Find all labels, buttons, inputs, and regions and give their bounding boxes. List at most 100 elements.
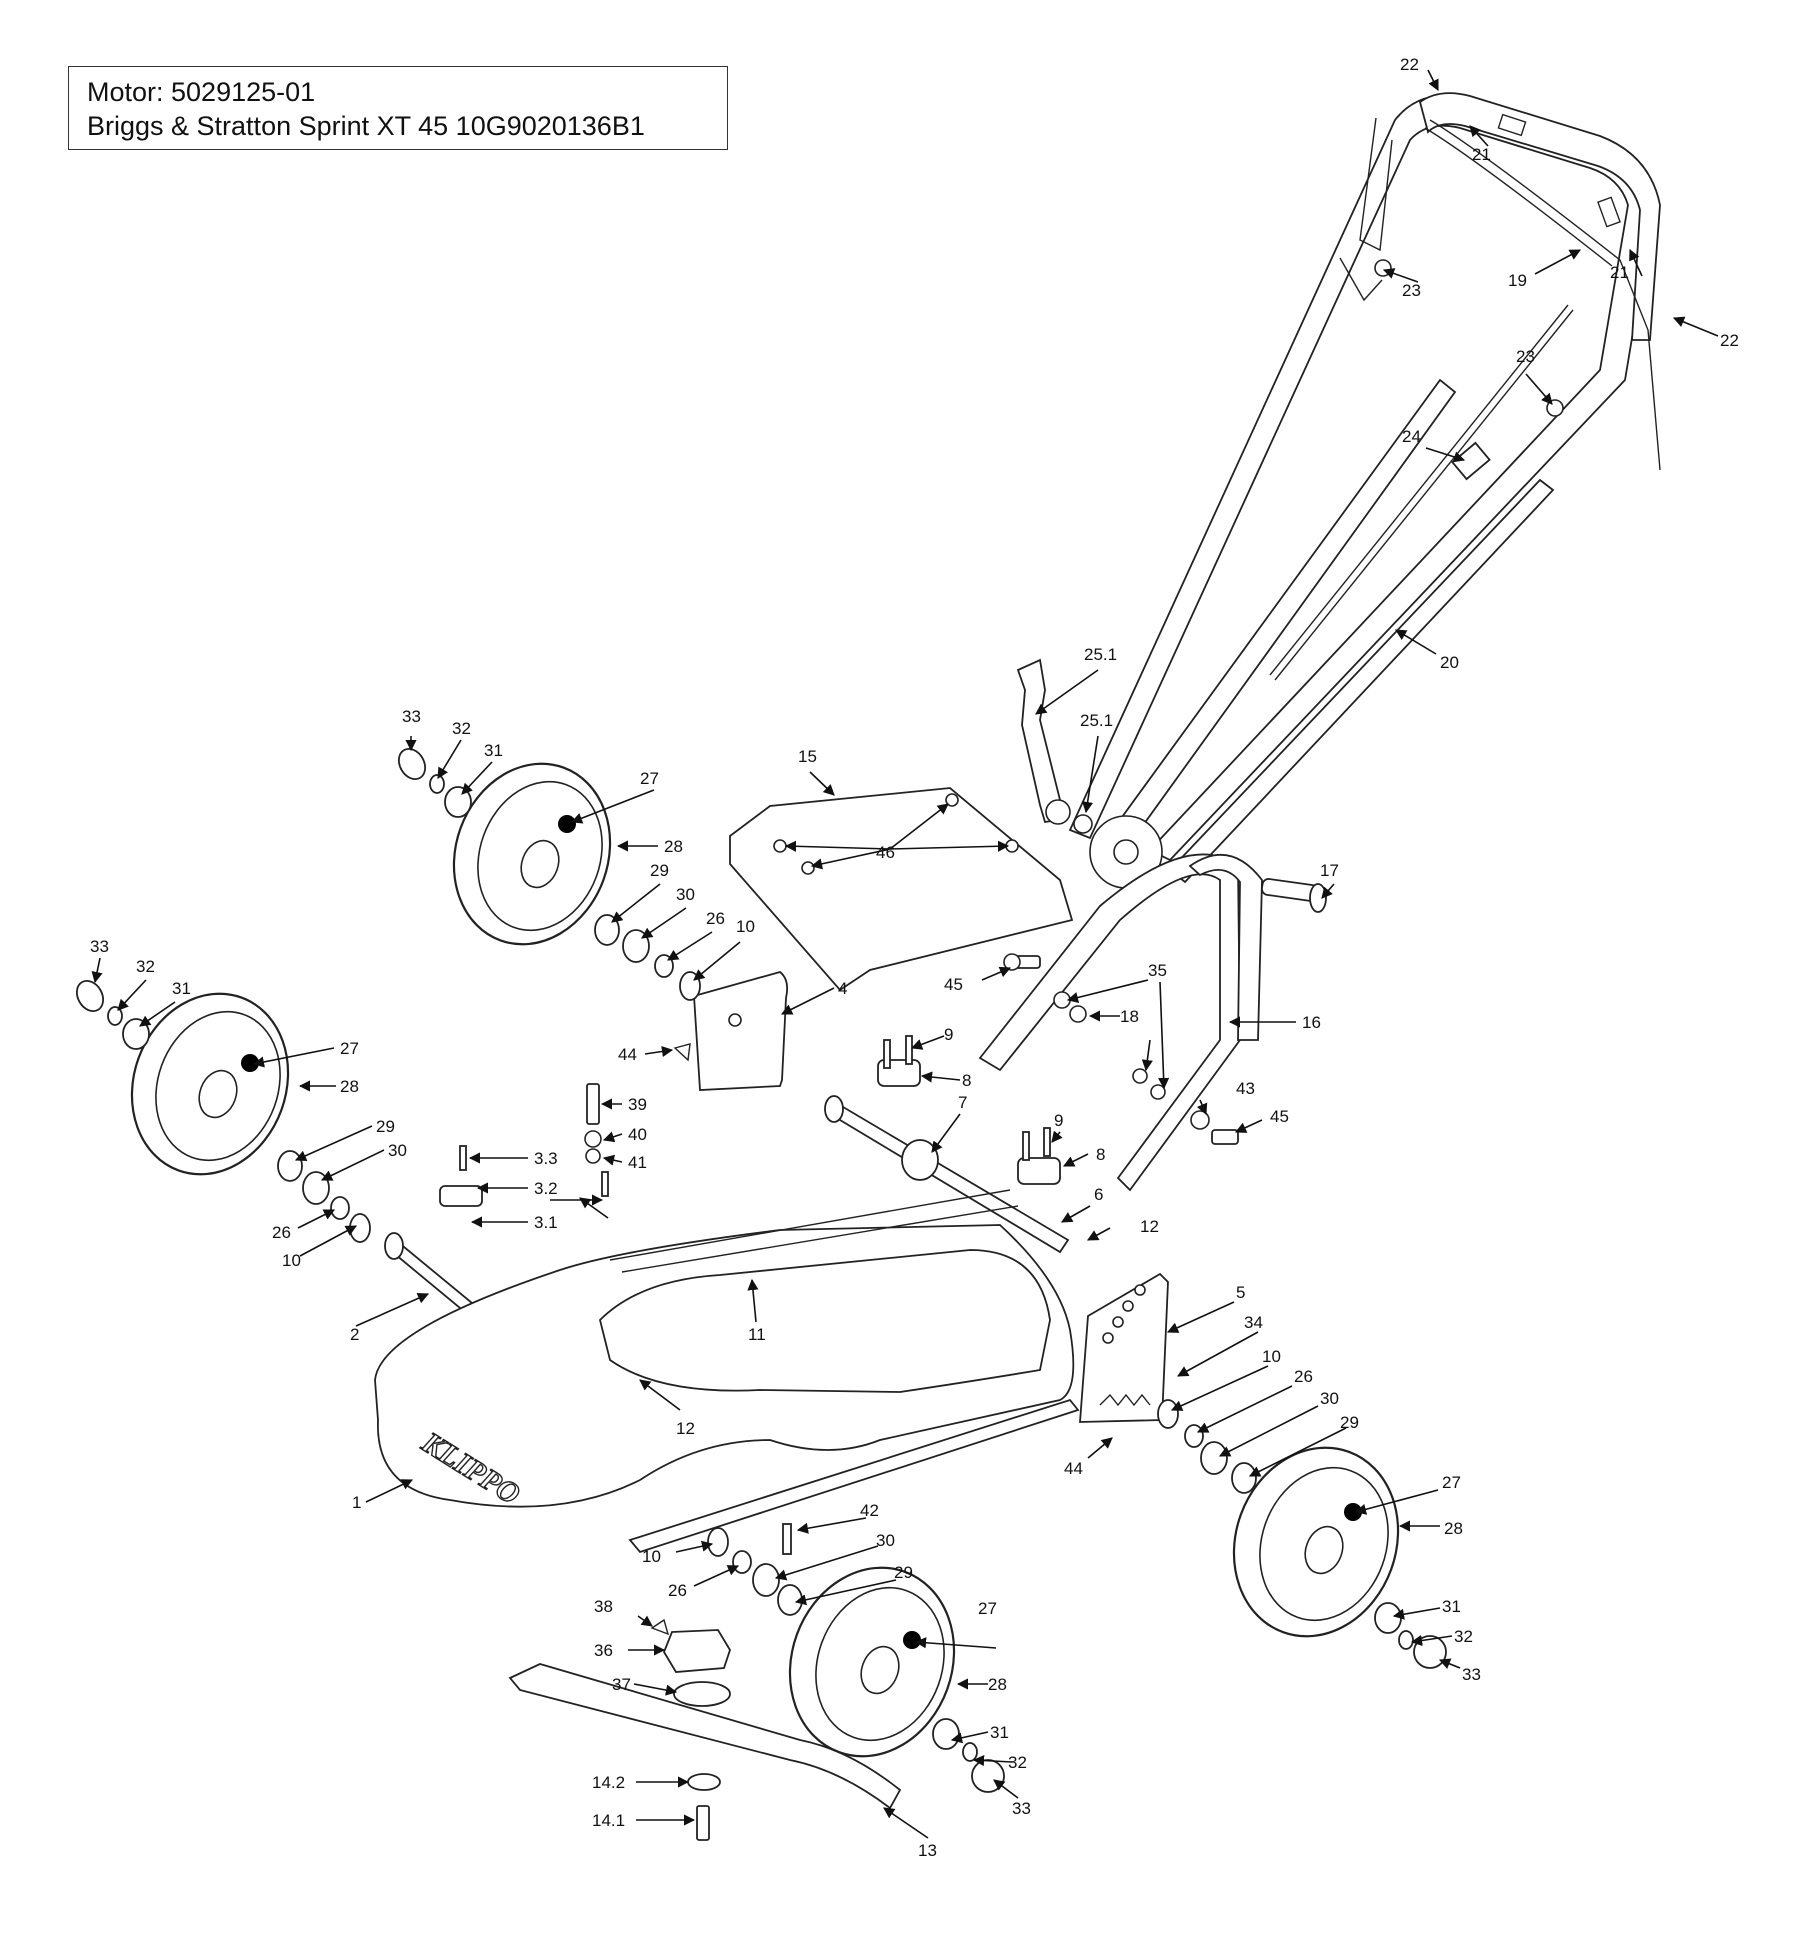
mower-deck xyxy=(374,1189,1080,1554)
label-37: 37 xyxy=(612,1675,631,1694)
label-30: 30 xyxy=(676,885,695,904)
label-14-2: 14.2 xyxy=(592,1773,625,1792)
label-26: 26 xyxy=(706,909,725,928)
label-33: 33 xyxy=(1012,1799,1031,1818)
label-23: 23 xyxy=(1402,281,1421,300)
label-26: 26 xyxy=(272,1223,291,1242)
label-15: 15 xyxy=(798,747,817,766)
label-27: 27 xyxy=(640,769,659,788)
engine-mounting-plate xyxy=(729,787,1074,992)
label-23: 23 xyxy=(1516,347,1535,366)
bolt-39-stack xyxy=(584,1083,602,1164)
label-27: 27 xyxy=(978,1599,997,1618)
label-21: 21 xyxy=(1472,145,1491,164)
label-20: 20 xyxy=(1440,653,1459,672)
blade xyxy=(508,1663,902,1810)
label-25-1: 25.1 xyxy=(1080,711,1113,730)
label-1: 1 xyxy=(352,1493,361,1512)
label-38: 38 xyxy=(594,1597,613,1616)
label-10: 10 xyxy=(736,917,755,936)
plate-screw-1 xyxy=(773,839,787,853)
label-35: 35 xyxy=(1148,961,1167,980)
label-22: 22 xyxy=(1400,55,1419,74)
label-2: 2 xyxy=(350,1325,359,1344)
wheel-hub-cap-dot xyxy=(1344,1503,1362,1521)
label-8: 8 xyxy=(962,1071,971,1090)
label-33: 33 xyxy=(90,937,109,956)
label-45: 45 xyxy=(944,975,963,994)
bolt-3-3 xyxy=(459,1145,609,1197)
cable-clip xyxy=(1451,441,1491,481)
bolts-9 xyxy=(883,1035,1051,1161)
label-22: 22 xyxy=(1720,331,1739,350)
label-31: 31 xyxy=(484,741,503,760)
label-12: 12 xyxy=(676,1419,695,1438)
engine-line: Briggs & Stratton Sprint XT 45 10G902013… xyxy=(87,111,645,141)
label-43: 43 xyxy=(1236,1079,1255,1098)
cable xyxy=(1269,304,1574,681)
label-11: 11 xyxy=(748,1325,766,1344)
label-10: 10 xyxy=(282,1251,301,1270)
lever-washer xyxy=(1073,814,1093,834)
handle-bolt xyxy=(1261,878,1327,913)
label-12: 12 xyxy=(1140,1217,1159,1236)
label-31: 31 xyxy=(990,1723,1009,1742)
upper-handle xyxy=(1068,92,1661,862)
label-33: 33 xyxy=(1462,1665,1481,1684)
label-31: 31 xyxy=(172,979,191,998)
label-28: 28 xyxy=(1444,1519,1463,1538)
key-38 xyxy=(650,1618,670,1636)
part-labels: 22 21 19 21 22 23 23 24 20 25.1 25.1 15 … xyxy=(90,55,1739,1860)
label-14-1: 14.1 xyxy=(592,1811,625,1830)
label-19: 19 xyxy=(1508,271,1527,290)
label-3-2: 3.2 xyxy=(534,1179,558,1198)
handle-nut-right xyxy=(1546,399,1564,417)
label-32: 32 xyxy=(1454,1627,1473,1646)
handle-nut-upper-left xyxy=(1374,259,1392,277)
label-29: 29 xyxy=(376,1117,395,1136)
wheel-plate-right xyxy=(1079,1272,1169,1423)
label-17: 17 xyxy=(1320,861,1339,880)
label-24: 24 xyxy=(1402,427,1421,446)
label-40: 40 xyxy=(628,1125,647,1144)
leader-lines xyxy=(91,69,1719,1839)
bracket-bolt-right xyxy=(1211,1129,1239,1145)
label-26: 26 xyxy=(1294,1367,1313,1386)
handle-bracket xyxy=(978,853,1263,1192)
label-34: 34 xyxy=(1244,1313,1263,1332)
label-8: 8 xyxy=(1096,1145,1105,1164)
label-32: 32 xyxy=(452,719,471,738)
height-lever xyxy=(1016,658,1071,825)
label-9: 9 xyxy=(1054,1111,1063,1130)
wheel-mid-left xyxy=(130,992,290,1176)
wheel-hub-cap-dot xyxy=(558,815,576,833)
blade-bolt-washer xyxy=(687,1773,721,1791)
label-28: 28 xyxy=(340,1077,359,1096)
bracket-nut-lower xyxy=(1132,1068,1148,1084)
bracket-washer xyxy=(1053,991,1071,1009)
label-21: 21 xyxy=(1610,263,1629,282)
label-18: 18 xyxy=(1120,1007,1139,1026)
label-44: 44 xyxy=(1064,1459,1083,1478)
label-10: 10 xyxy=(1262,1347,1281,1366)
label-7: 7 xyxy=(958,1093,967,1112)
label-27: 27 xyxy=(340,1039,359,1058)
plate-screw-2 xyxy=(945,793,959,807)
label-5: 5 xyxy=(1236,1283,1245,1302)
label-33: 33 xyxy=(402,707,421,726)
wheel-hub-cap-dot xyxy=(903,1631,921,1649)
bolt-42 xyxy=(782,1523,792,1555)
label-29: 29 xyxy=(650,861,669,880)
blade-washer xyxy=(673,1681,731,1707)
label-44: 44 xyxy=(618,1045,637,1064)
label-28: 28 xyxy=(988,1675,1007,1694)
label-27: 27 xyxy=(1442,1473,1461,1492)
label-4: 4 xyxy=(838,979,847,998)
wheel-bottom-center xyxy=(788,1566,956,1758)
plate-screw-4 xyxy=(801,861,815,875)
label-25-1: 25.1 xyxy=(1084,645,1117,664)
label-30: 30 xyxy=(876,1531,895,1550)
bracket-bolt-left xyxy=(1003,953,1041,971)
screw-44-left xyxy=(673,1043,691,1062)
